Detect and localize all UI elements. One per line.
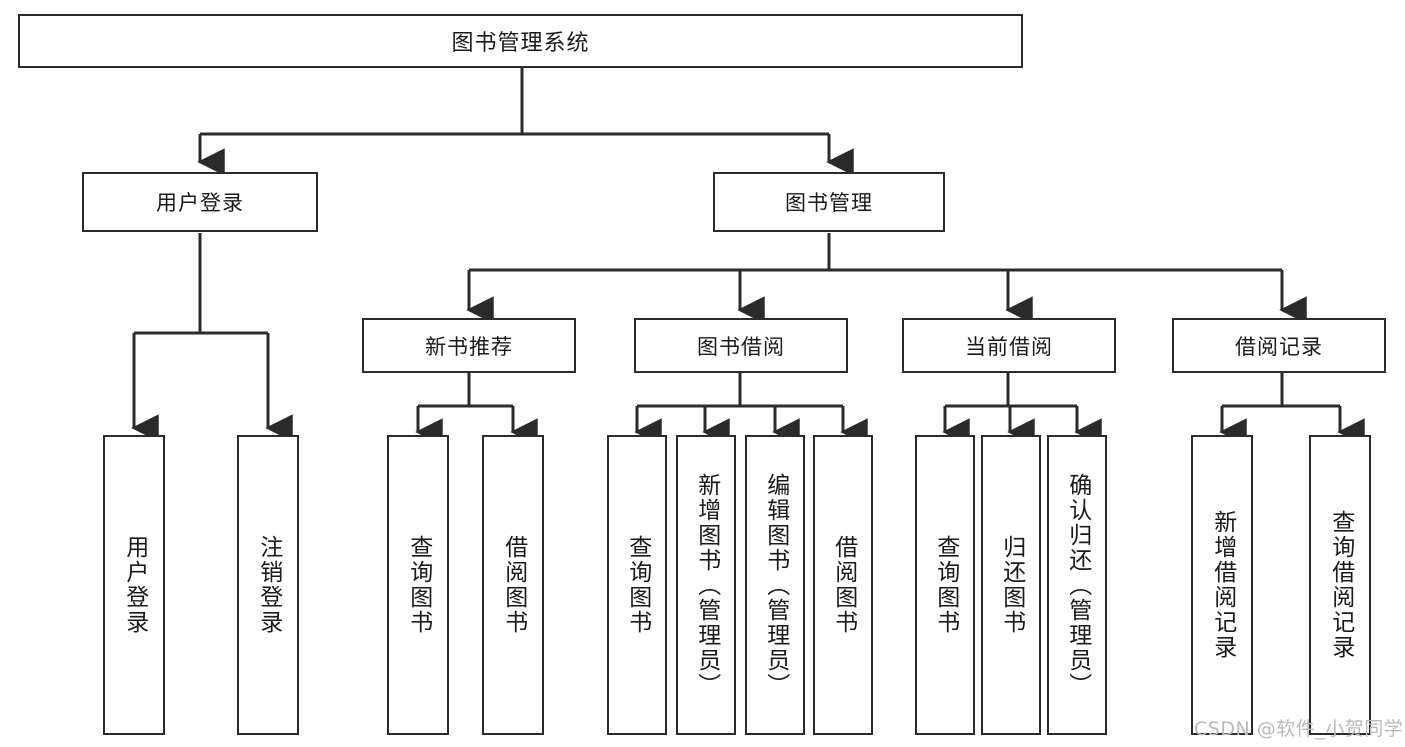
node-leaf-query-book-3[interactable]: 查询图书 (915, 435, 975, 735)
node-leaf-borrow-book-2[interactable]: 借阅图书 (813, 435, 873, 735)
node-leaf-return-book[interactable]: 归还图书 (981, 435, 1041, 735)
node-leaf-return-book-label: 归还图书 (998, 535, 1025, 635)
node-leaf-edit-book[interactable]: 编辑图书（管理员） (745, 435, 805, 735)
node-book-manage-label: 图书管理 (785, 191, 873, 215)
node-leaf-add-book-label: 新增图书（管理员） (693, 472, 720, 698)
node-leaf-edit-book-label: 编辑图书（管理员） (762, 472, 789, 698)
node-leaf-query-book-3-label: 查询图书 (932, 535, 959, 635)
node-leaf-add-book[interactable]: 新增图书（管理员） (676, 435, 736, 735)
node-leaf-borrow-book-2-label: 借阅图书 (830, 535, 857, 635)
node-new-book-recommend[interactable]: 新书推荐 (362, 318, 576, 373)
node-leaf-query-book-2-label: 查询图书 (624, 535, 651, 635)
node-leaf-logout-label: 注销登录 (255, 535, 282, 635)
node-current-borrow-label: 当前借阅 (965, 334, 1053, 359)
node-root-label: 图书管理系统 (451, 31, 590, 56)
node-borrow-record-label: 借阅记录 (1235, 334, 1323, 359)
node-leaf-borrow-book-1[interactable]: 借阅图书 (482, 435, 544, 735)
node-leaf-add-record[interactable]: 新增借阅记录 (1191, 435, 1253, 735)
node-current-borrow[interactable]: 当前借阅 (902, 318, 1116, 373)
node-leaf-add-record-label: 新增借阅记录 (1209, 510, 1236, 660)
node-borrow-record[interactable]: 借阅记录 (1172, 318, 1386, 373)
node-leaf-user-login[interactable]: 用户登录 (103, 435, 165, 735)
node-leaf-query-record[interactable]: 查询借阅记录 (1309, 435, 1371, 735)
node-book-borrow[interactable]: 图书借阅 (634, 318, 848, 373)
node-leaf-confirm-return[interactable]: 确认归还（管理员） (1047, 435, 1107, 735)
node-root[interactable]: 图书管理系统 (18, 14, 1023, 68)
node-leaf-user-login-label: 用户登录 (121, 535, 148, 635)
node-leaf-confirm-return-label: 确认归还（管理员） (1064, 472, 1091, 698)
node-leaf-logout[interactable]: 注销登录 (237, 435, 299, 735)
node-leaf-query-book-1-label: 查询图书 (405, 535, 432, 635)
node-book-manage[interactable]: 图书管理 (713, 172, 945, 232)
watermark-text: CSDN @软件_小贺同学 (1194, 718, 1404, 740)
node-user-login-label: 用户登录 (156, 191, 244, 215)
node-leaf-query-record-label: 查询借阅记录 (1327, 510, 1354, 660)
node-leaf-query-book-2[interactable]: 查询图书 (607, 435, 667, 735)
node-leaf-query-book-1[interactable]: 查询图书 (387, 435, 449, 735)
node-new-book-recommend-label: 新书推荐 (425, 334, 513, 359)
node-book-borrow-label: 图书借阅 (697, 334, 785, 359)
node-leaf-borrow-book-1-label: 借阅图书 (500, 535, 527, 635)
node-user-login[interactable]: 用户登录 (82, 172, 318, 232)
